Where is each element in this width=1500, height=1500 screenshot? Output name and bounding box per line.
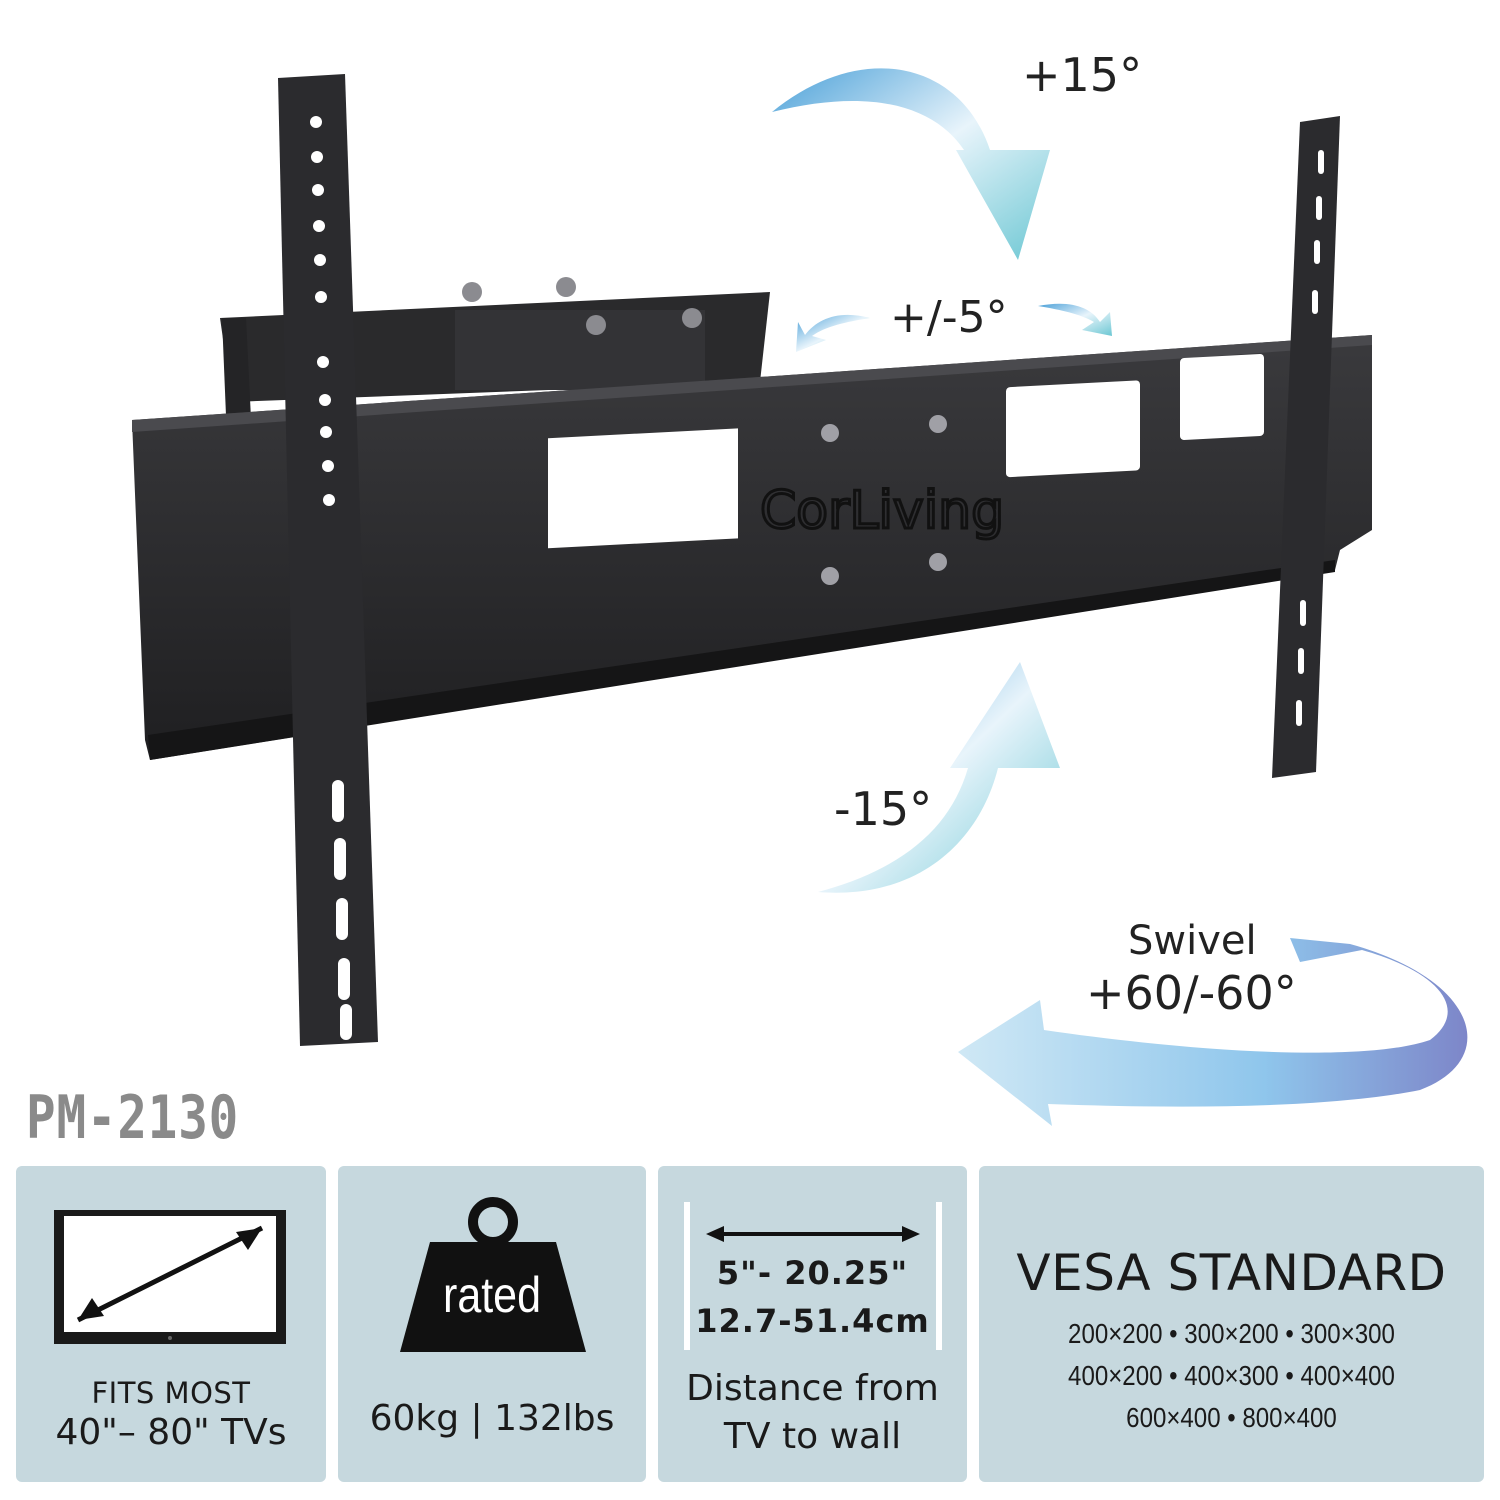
tilt-up-arrow bbox=[772, 68, 1050, 260]
vesa-row-3: 600×400 • 800×400 bbox=[1126, 1402, 1337, 1433]
swivel-arrow bbox=[958, 938, 1468, 1126]
weight-line1: 60kg | 132lbs bbox=[369, 1398, 615, 1439]
feature-card-distance: 5"- 20.25" 12.7-51.4cm Distance from TV … bbox=[658, 1166, 967, 1482]
tilt-down-arrow bbox=[818, 662, 1060, 893]
distance-caption-2: TV to wall bbox=[723, 1416, 902, 1457]
swivel-label: Swivel bbox=[1128, 918, 1257, 964]
weight-icon bbox=[400, 1197, 586, 1352]
right-vertical-bracket bbox=[1272, 116, 1340, 778]
tilt-up-label: +15° bbox=[1022, 48, 1143, 102]
tilt-down-label: -15° bbox=[834, 782, 933, 836]
distance-inches: 5"- 20.25" bbox=[716, 1254, 909, 1292]
distance-caption-1: Distance from bbox=[686, 1368, 939, 1409]
swivel-range: +60/-60° bbox=[1086, 966, 1297, 1020]
model-number: PM-2130 bbox=[26, 1083, 240, 1153]
tv-size-line2: 40"– 80" TVs bbox=[55, 1412, 287, 1453]
tilt-mid-label: +/-5° bbox=[890, 292, 1008, 343]
vesa-title: VESA STANDARD bbox=[1016, 1244, 1447, 1302]
brand-logo: CorLiving bbox=[760, 481, 1004, 541]
vesa-row-1: 200×200 • 300×200 • 300×300 bbox=[1068, 1318, 1395, 1349]
feature-card-weight: rated 60kg | 132lbs bbox=[338, 1166, 646, 1482]
distance-arrow-icon bbox=[684, 1202, 942, 1350]
tv-size-line1: FITS MOST bbox=[91, 1376, 251, 1410]
horizontal-rail: CorLiving bbox=[132, 335, 1372, 760]
tilt-right-arrow bbox=[1038, 303, 1112, 336]
vesa-row-2: 400×200 • 400×300 • 400×400 bbox=[1068, 1360, 1395, 1391]
left-vertical-bracket bbox=[278, 74, 378, 1046]
tilt-left-arrow bbox=[796, 314, 870, 352]
distance-cm: 12.7-51.4cm bbox=[695, 1302, 930, 1340]
feature-card-vesa: VESA STANDARD 200×200 • 300×200 • 300×30… bbox=[979, 1166, 1484, 1482]
feature-card-tv-size: FITS MOST 40"– 80" TVs bbox=[16, 1166, 326, 1482]
weight-badge: rated bbox=[442, 1267, 542, 1323]
tv-diagonal-icon bbox=[54, 1210, 286, 1344]
